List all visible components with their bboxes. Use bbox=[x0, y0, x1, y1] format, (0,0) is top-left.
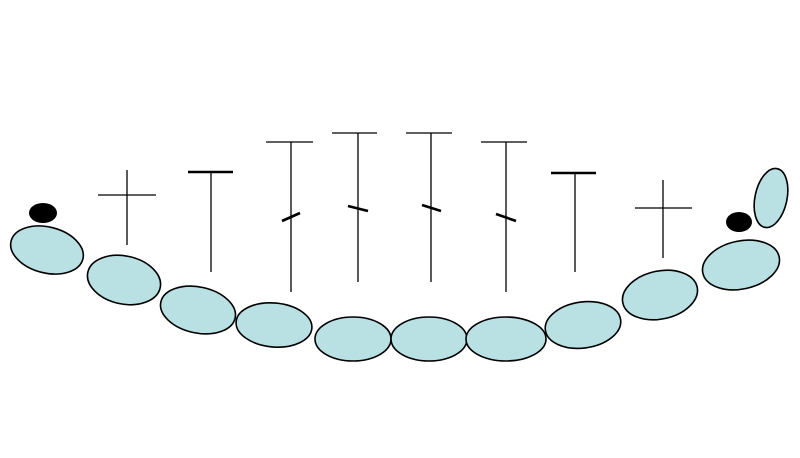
bead bbox=[621, 269, 699, 321]
bead bbox=[544, 300, 622, 350]
dots bbox=[29, 203, 752, 232]
bar-slash-stitch bbox=[266, 141, 313, 292]
bead bbox=[701, 239, 781, 291]
bar-stitch bbox=[551, 171, 596, 272]
dot-left bbox=[29, 203, 57, 223]
bar-stitch bbox=[188, 170, 233, 272]
bead-chain bbox=[9, 167, 789, 362]
bar-slash-stitch bbox=[481, 141, 527, 292]
bead bbox=[390, 316, 468, 362]
cross-stitch bbox=[98, 170, 156, 245]
bead bbox=[86, 254, 162, 306]
bead bbox=[465, 316, 547, 362]
bar-slash-stitch bbox=[406, 132, 452, 282]
bead bbox=[235, 302, 313, 348]
bead bbox=[159, 285, 237, 335]
cross-stitch bbox=[635, 180, 692, 258]
bead-standing bbox=[753, 167, 789, 229]
bar-slash-stitch bbox=[332, 132, 377, 282]
dot-right bbox=[726, 212, 752, 232]
bead bbox=[314, 316, 392, 362]
stitches bbox=[98, 132, 692, 292]
bead bbox=[9, 225, 85, 275]
